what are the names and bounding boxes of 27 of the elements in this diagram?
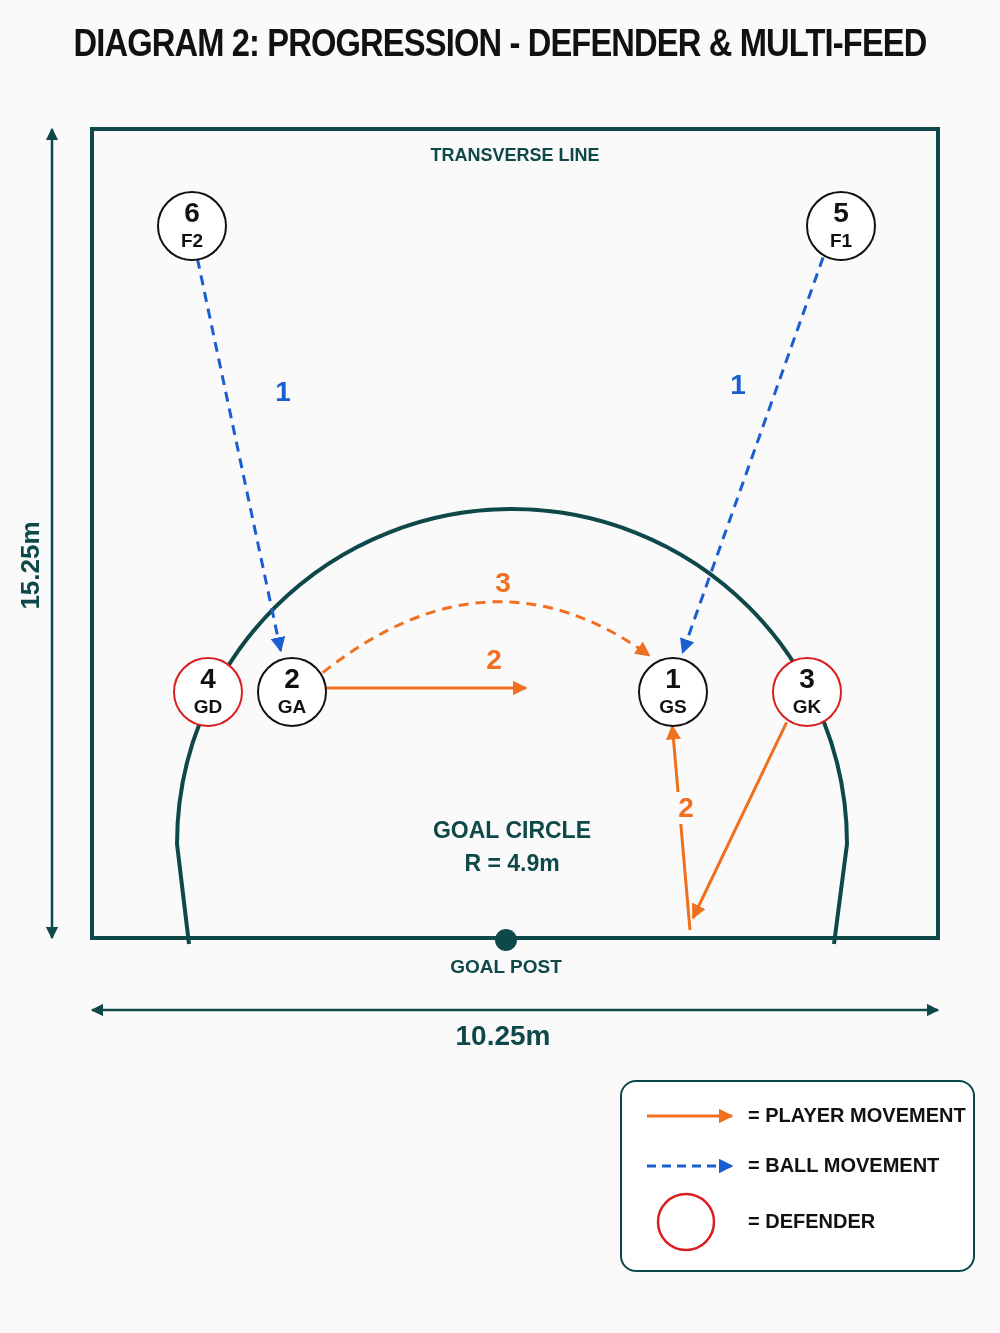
- area-label: GOAL CIRCLE: [432, 817, 592, 844]
- player-number: 6: [183, 199, 201, 227]
- player-number: 1: [664, 665, 682, 693]
- player-number: 3: [798, 665, 816, 693]
- legend-text: = BALL MOVEMENT: [748, 1154, 940, 1177]
- dashed-arrow: [321, 600, 651, 674]
- position-label: F1: [828, 231, 854, 250]
- position-label: GS: [658, 697, 688, 716]
- dimension-label: 15.25m: [14, 520, 46, 612]
- position-label: F2: [179, 231, 205, 250]
- dimension-label: 10.25m: [454, 1020, 552, 1052]
- area-label: R = 4.9m: [463, 850, 561, 877]
- goal-post-label: GOAL POST: [449, 956, 563, 978]
- line-label: TRANSVERSE LINE: [429, 145, 601, 166]
- player-number: 4: [199, 665, 217, 693]
- arrow: [691, 721, 788, 920]
- position-label: GA: [276, 697, 308, 716]
- dashed-arrow: [680, 256, 825, 654]
- dashed-arrow: [195, 258, 286, 653]
- player-number: 5: [832, 199, 850, 227]
- position-label: GK: [791, 697, 823, 716]
- title: DIAGRAM 2: PROGRESSION - DEFENDER & MULTI-FEED: [72, 22, 928, 65]
- position-label: GD: [192, 697, 224, 716]
- legend-text: = DEFENDER: [748, 1210, 876, 1233]
- arrow: [326, 680, 528, 696]
- legend-text: = PLAYER MOVEMENT: [748, 1104, 966, 1127]
- player-number: 2: [283, 665, 301, 693]
